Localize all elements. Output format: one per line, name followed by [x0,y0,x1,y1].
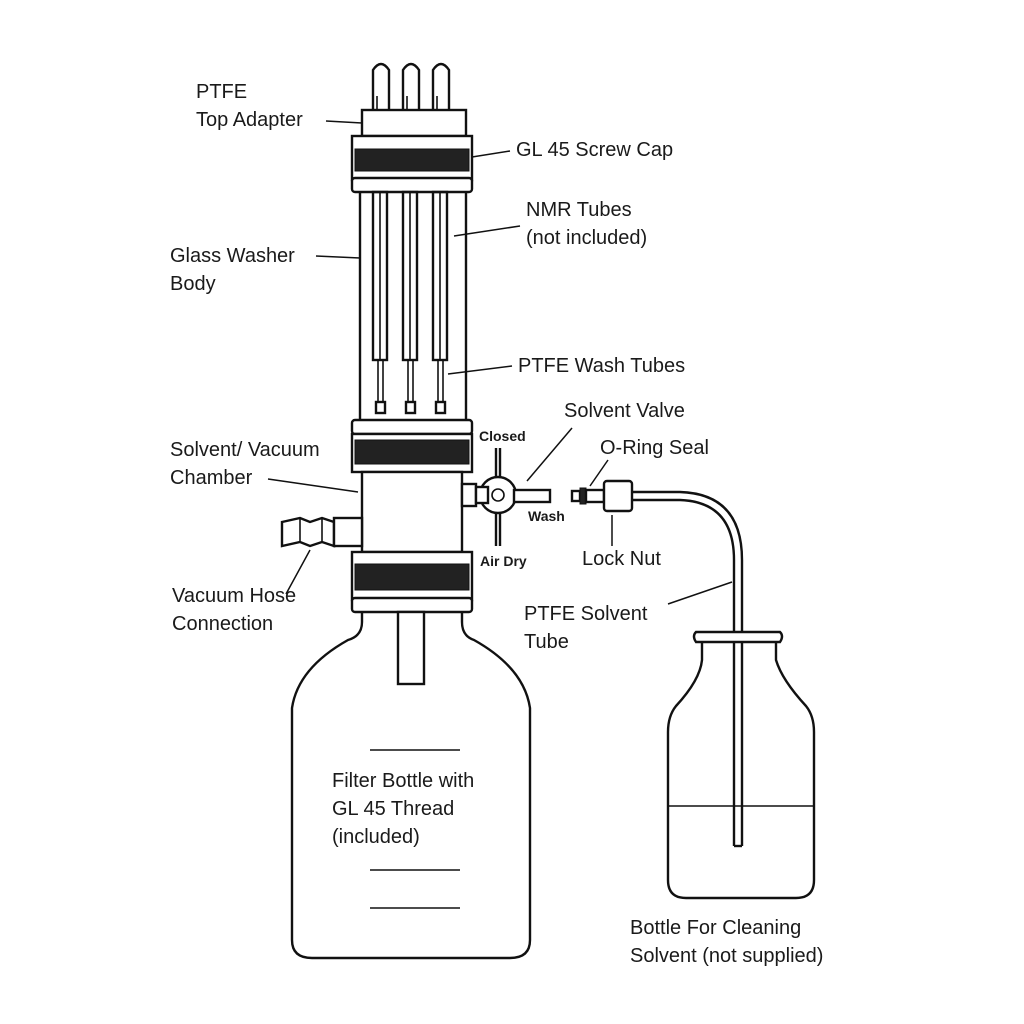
filter-bottle [290,610,532,960]
label-cleaning-bottle: Bottle For Cleaning Solvent (not supplie… [630,917,824,967]
vacuum-hose-connection [280,516,364,548]
glass-washer-body [358,190,468,422]
label-vacuum-hose-connection: Vacuum Hose Connection [172,585,297,635]
label-nmr-tubes: NMR Tubes (not included) [526,199,648,249]
ptfe-top-adapter [360,108,468,138]
gl45-screw-cap-lower [350,550,474,614]
label-ptfe-solvent-tube: PTFE Solvent Tube [524,603,648,653]
nmr-tube-tops [371,62,451,112]
o-ring-lock-nut [570,479,634,513]
ptfe-solvent-tube [632,490,744,848]
label-glass-washer-body: Glass Washer Body [170,245,295,295]
label-ptfe-wash-tubes: PTFE Wash Tubes [518,355,686,377]
label-solvent-valve: Solvent Valve [564,400,685,422]
label-wash: Wash [528,508,565,524]
solvent-valve [460,448,552,546]
label-solvent-vacuum-chamber: Solvent/ Vacuum Chamber [170,439,320,489]
label-lock-nut: Lock Nut [582,548,661,570]
solvent-vacuum-chamber [360,470,464,554]
label-gl45-screw-cap: GL 45 Screw Cap [516,139,674,161]
gl45-screw-cap-middle [350,418,474,474]
leader-lines [267,120,733,605]
label-filter-bottle: Filter Bottle with GL 45 Thread (include… [332,770,475,848]
label-closed: Closed [479,428,526,444]
gl45-screw-cap-top [350,134,474,194]
cleaning-bottle [666,630,816,900]
label-ptfe-top-adapter: PTFE Top Adapter [196,81,303,131]
label-air-dry: Air Dry [480,553,527,569]
label-o-ring-seal: O-Ring Seal [600,437,709,459]
